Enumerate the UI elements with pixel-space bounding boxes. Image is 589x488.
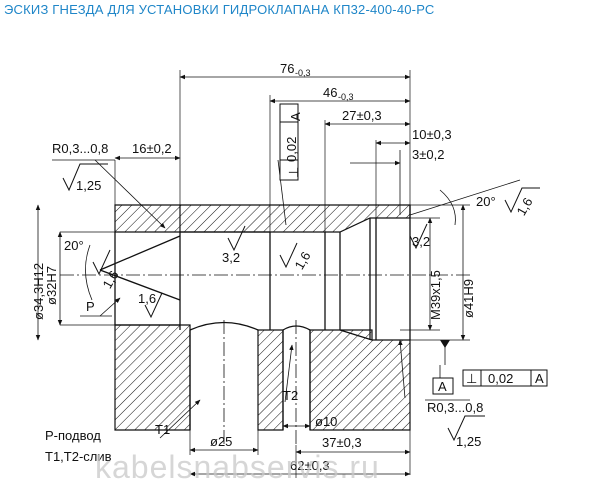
dim-76-value: 76 [280,61,294,76]
roughness-3-2-right: 3,2 [412,234,430,249]
fcf-top [279,103,299,181]
roughness-symbols [62,163,540,442]
dim-62-value: 62±0,3 [290,458,330,473]
roughness-1-25-bottom: 1,25 [456,434,481,449]
dim-76-tol: -0,3 [295,68,311,78]
drawing-title: ЭСКИЗ ГНЕЗДА ДЛЯ УСТАНОВКИ ГИДРОКЛАПАНА … [4,2,435,17]
dim-25-value: ø25 [210,434,232,449]
datum-triangle [440,340,450,348]
perp-bottom-value: 0,02 [488,371,513,386]
dim-10-bottom-value: ø10 [315,414,337,429]
angle-left: 20° [64,238,84,253]
lower-left-hatch [114,324,191,431]
dim-343-value: ø34,3H12 [31,263,46,320]
fcf-bottom [462,369,548,387]
roughness-3-2-left: 3,2 [222,250,240,265]
dim-41-value: ø41H9 [461,279,476,318]
watermark: kabelsnabservis.ru [95,449,380,485]
dim-46-value: 46 [323,85,337,100]
extension-lines [60,70,470,478]
dim-16-value: 16±0,2 [132,141,172,156]
dimension-lines [35,74,521,477]
angle-right: 20° [476,194,496,209]
port-t1: T1 [155,422,170,437]
upper-hatch [114,204,411,233]
thread-value: M39x1,5 [428,270,443,320]
dim-27-value: 27±0,3 [342,108,382,123]
radius-top: R0,3...0,8 [52,141,108,156]
legend-line-2: Т1,Т2-слив [45,449,112,464]
radius-bottom: R0,3...0,8 [427,400,483,415]
perp-bottom-datum: A [535,371,544,386]
perp-bottom-symbol: ⊥ [466,371,477,386]
dim-37-value: 37±0,3 [322,435,362,450]
perp-top-value: 0,02 [284,137,299,162]
datum-box [432,377,454,395]
legend-line-1: Р-подвод [45,428,101,443]
datum-label: A [438,379,447,394]
dim-3-value: 3±0,2 [412,147,444,162]
roughness-1-6-bore-bottom: 1,6 [138,291,156,306]
dim-10-value: 10±0,3 [412,127,452,142]
roughness-1-6-center: 1,6 [292,249,314,272]
body-section [114,204,411,431]
middle-hatch [257,329,284,431]
dim-46-tol: -0,3 [338,92,354,102]
port-t2: T2 [283,388,298,403]
angle-arc-right [439,189,456,226]
dim-32-value: ø32H7 [44,266,59,305]
port-p: P [86,299,95,314]
perp-top-datum: A [288,112,303,121]
center-lines [60,274,470,445]
roughness-1-25-top: 1,25 [76,178,101,193]
feature-control-frames [279,103,548,395]
perp-top-symbol: ⊥ [286,167,301,178]
angle-arc-left [85,244,93,301]
